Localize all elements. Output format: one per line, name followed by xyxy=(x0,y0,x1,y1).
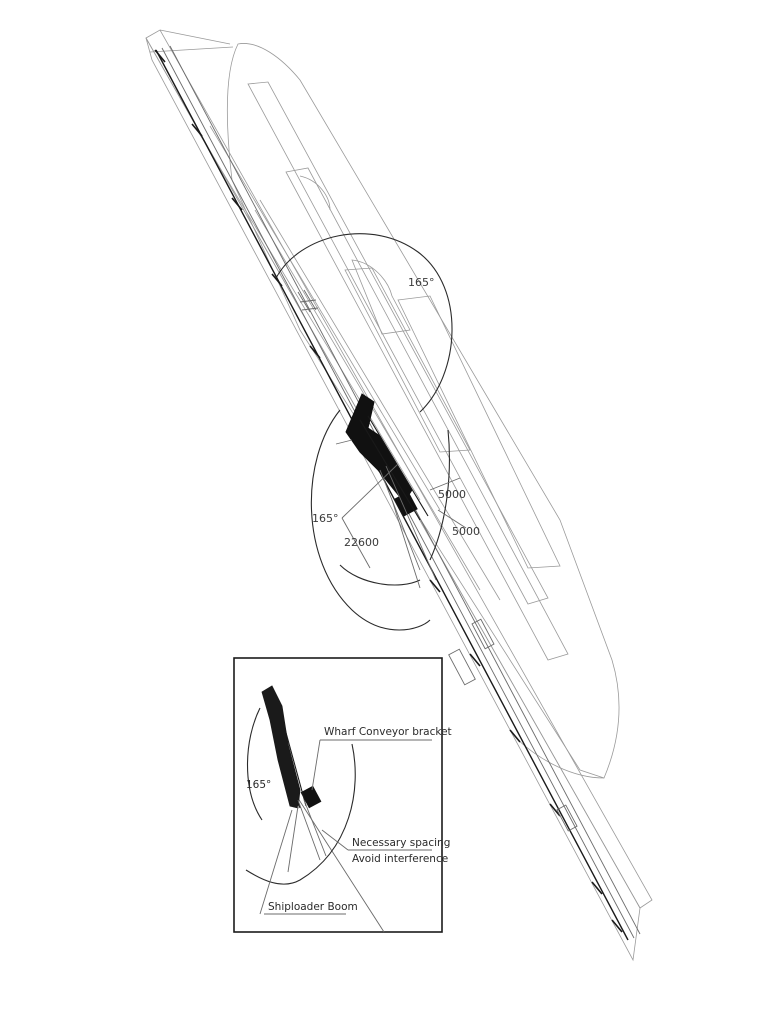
angle-label-left: 165° xyxy=(312,512,339,525)
offset-dimension-label-1: 5000 xyxy=(438,488,466,501)
wharf-conveyor-bracket-label: Wharf Conveyor bracket xyxy=(324,726,452,738)
shiploader-main xyxy=(275,233,467,631)
slew-arc-inner xyxy=(339,564,421,586)
length-dimension-label: 22600 xyxy=(344,536,379,549)
slew-arc-lower xyxy=(310,409,431,631)
inset-angle-label: 165° xyxy=(246,779,271,791)
offset-dimension-label-2: 5000 xyxy=(452,525,480,538)
slew-arc-upper xyxy=(275,233,453,413)
dimension-labels: 165° 165° 22600 5000 5000 xyxy=(312,276,480,549)
shiploader-boom-label: Shiploader Boom xyxy=(268,901,358,913)
angle-label-upper: 165° xyxy=(408,276,435,289)
avoid-interference-label: Avoid interference xyxy=(352,853,448,865)
inset-detail: 165° Wharf Conveyor bracket Necessary sp… xyxy=(233,657,452,933)
necessary-spacing-label: Necessary spacing xyxy=(352,837,450,849)
